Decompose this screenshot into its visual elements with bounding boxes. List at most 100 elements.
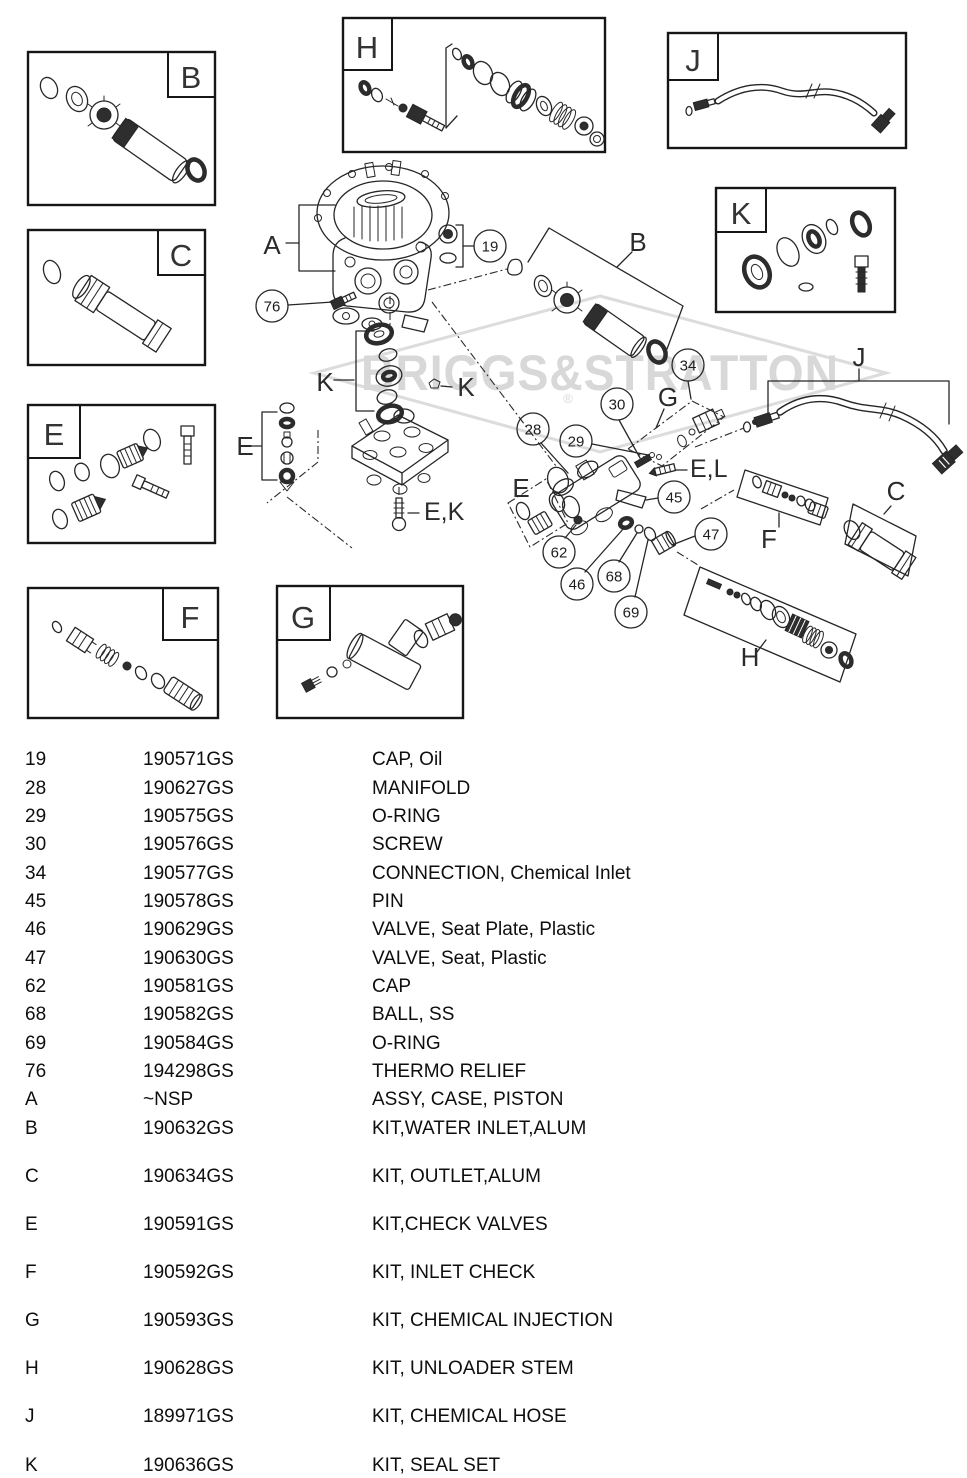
parts-number: 194298GS xyxy=(143,1060,234,1082)
briggs-stratton-watermark: BRIGGS&STRATTON ® xyxy=(308,294,892,454)
bolt-vertical xyxy=(180,425,195,465)
kit-box-h-label: H xyxy=(356,30,378,65)
parts-ref: H xyxy=(25,1358,39,1380)
label-e-left: E xyxy=(236,431,253,461)
parts-description: THERMO RELIEF xyxy=(372,1060,527,1082)
parts-number: 190629GS xyxy=(143,919,234,941)
parts-description: KIT, OUTLET,ALUM xyxy=(372,1165,541,1187)
hose-break-mark xyxy=(879,402,896,422)
inlet-tube xyxy=(111,117,191,184)
parts-number: ~NSP xyxy=(143,1089,194,1111)
parts-description: ASSY, CASE, PISTON xyxy=(372,1089,564,1111)
parts-ref: 46 xyxy=(25,919,47,941)
hose-break-mark xyxy=(805,83,821,99)
bolt-diagonal xyxy=(131,474,170,499)
svg-text:76: 76 xyxy=(264,299,281,316)
parts-number: 190593GS xyxy=(143,1310,234,1332)
check-valve-cartridge xyxy=(116,443,149,469)
thermo-relief-screw xyxy=(329,291,357,311)
label-c: C xyxy=(887,476,906,506)
label-f: F xyxy=(761,524,777,554)
parts-number: 190632GS xyxy=(143,1117,234,1139)
parts-row: 76 194298GS THERMO RELIEF xyxy=(0,1058,967,1086)
spring-cartridge xyxy=(163,676,203,711)
parts-description: CONNECTION, Chemical Inlet xyxy=(372,862,631,884)
parts-ref: 29 xyxy=(25,805,47,827)
callout-34: 34 xyxy=(671,348,705,400)
parts-ref: 28 xyxy=(25,777,47,799)
label-el: E,L xyxy=(690,455,728,483)
svg-text:45: 45 xyxy=(666,490,683,507)
parts-description: O-RING xyxy=(372,1032,441,1054)
parts-ref: 76 xyxy=(25,1060,47,1082)
inlet-fitting xyxy=(65,626,97,654)
label-e-mid: E xyxy=(512,473,529,503)
parts-ref: 45 xyxy=(25,890,47,912)
callout-76: 76 xyxy=(255,289,334,323)
seal-washer xyxy=(428,378,441,389)
parts-ref: 19 xyxy=(25,749,47,771)
kit-box-b-label: B xyxy=(181,60,202,95)
kit-box-h: H xyxy=(341,16,607,154)
parts-number: 190630GS xyxy=(143,947,234,969)
svg-text:47: 47 xyxy=(703,527,720,544)
screw-el xyxy=(648,463,677,477)
parts-description: KIT, CHEMICAL INJECTION xyxy=(372,1310,614,1332)
parts-ref: G xyxy=(25,1310,40,1332)
parts-number: 190628GS xyxy=(143,1358,234,1380)
parts-ref: A xyxy=(25,1089,38,1111)
parts-ref: 69 xyxy=(25,1032,47,1054)
knurled-nut-b xyxy=(551,281,583,314)
parts-row: A ~NSP ASSY, CASE, PISTON xyxy=(0,1086,967,1114)
svg-text:62: 62 xyxy=(551,545,568,562)
parts-ref: 62 xyxy=(25,975,47,997)
injection-fitting xyxy=(424,613,462,641)
label-ek: E,K xyxy=(424,498,465,526)
label-b: B xyxy=(629,227,646,257)
callout-62: 62 xyxy=(542,524,577,569)
parts-number: 190636GS xyxy=(143,1454,234,1476)
check-valve-cartridge-2 xyxy=(71,493,107,522)
knurled-nut xyxy=(87,95,121,130)
parts-number: 190592GS xyxy=(143,1262,234,1284)
parts-description: CAP xyxy=(372,975,412,997)
svg-text:69: 69 xyxy=(623,605,640,622)
watermark-registered-icon: ® xyxy=(563,391,573,406)
parts-description: KIT,CHECK VALVES xyxy=(372,1213,548,1235)
label-g: G xyxy=(658,382,678,412)
seal-stack-k: K K xyxy=(316,322,475,425)
inlet-check-group-f: F xyxy=(736,469,829,554)
kit-box-g: G xyxy=(275,584,465,720)
parts-description: O-RING xyxy=(372,805,441,827)
outlet-tube xyxy=(72,274,172,353)
svg-text:29: 29 xyxy=(568,434,585,451)
parts-number: 190576GS xyxy=(143,834,234,856)
callout-46: 46 xyxy=(560,527,625,601)
callout-19: 19 xyxy=(462,229,507,263)
parts-row: G 190593GS KIT, CHEMICAL INJECTION xyxy=(0,1307,967,1335)
lower-manifold-assembly: E,L G E xyxy=(507,382,728,556)
kit-box-g-label: G xyxy=(291,600,315,635)
label-a: A xyxy=(263,230,281,260)
kit-box-f-label: F xyxy=(181,600,200,635)
chemical-inlet-connection xyxy=(691,408,726,434)
kit-box-k-label: K xyxy=(731,196,752,231)
kit-box-j-label: J xyxy=(685,43,701,78)
hex-plug xyxy=(574,116,594,136)
